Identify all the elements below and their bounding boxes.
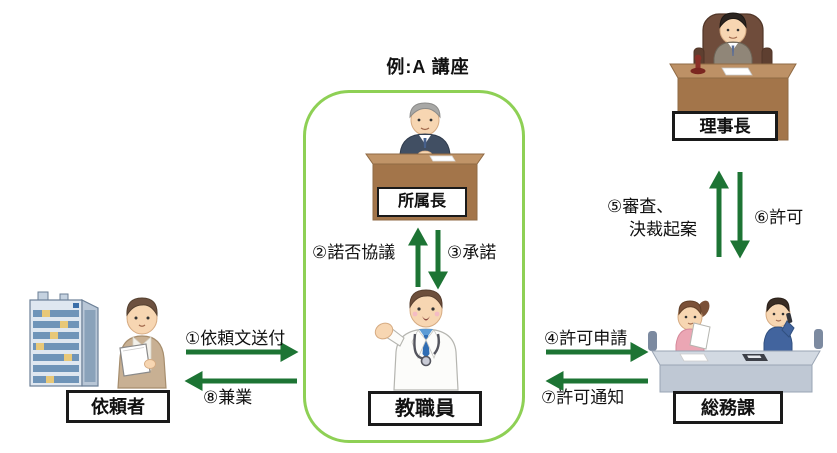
general-affairs-illustration — [648, 297, 823, 393]
node-label-department-head: 所属長 — [377, 187, 467, 217]
flow-label-step3: ③承諾 — [447, 243, 497, 262]
staff-illustration — [374, 289, 459, 391]
staff-label-text: 教職員 — [395, 397, 455, 420]
flow-label-step6: ⑥許可 — [754, 208, 804, 227]
flow-label-step7: ⑦許可通知 — [541, 388, 625, 407]
flow-label-step8: ⑧兼業 — [203, 388, 253, 407]
requester-illustration — [29, 291, 167, 389]
chairman-label-text: 理事長 — [699, 116, 751, 136]
general-affairs-label-text: 総務課 — [701, 397, 755, 418]
flow-label-step5: ⑤審査、 決裁起案 — [607, 195, 697, 241]
chairman-person — [713, 12, 753, 67]
general-affairs-woman — [648, 300, 711, 352]
flow-label-step2: ②諾否協議 — [312, 243, 396, 262]
staff-person — [374, 289, 459, 391]
flow-label-step5-line1: ⑤審査、 — [607, 197, 674, 216]
seal-stamp — [690, 54, 706, 75]
general-affairs-man — [763, 297, 823, 352]
node-label-chairman: 理事長 — [672, 111, 778, 141]
requester-person — [117, 297, 167, 389]
flow-label-step5-line2: 決裁起案 — [629, 220, 697, 239]
node-label-requester: 依頼者 — [66, 390, 170, 423]
node-label-staff: 教職員 — [368, 391, 482, 426]
node-label-general-affairs: 総務課 — [673, 391, 783, 424]
building-windows — [33, 310, 96, 383]
office-building — [29, 291, 99, 387]
flow-label-step1: ①依頼文送付 — [185, 329, 286, 348]
course-group-box — [303, 90, 525, 443]
requester-label-text: 依頼者 — [91, 396, 145, 417]
group-title: 例:A 講座 — [386, 57, 470, 77]
department-head-person — [399, 102, 451, 163]
department-head-label-text: 所属長 — [397, 193, 446, 210]
general-affairs-desk — [651, 350, 821, 393]
flow-label-step4: ④許可申請 — [544, 329, 628, 348]
